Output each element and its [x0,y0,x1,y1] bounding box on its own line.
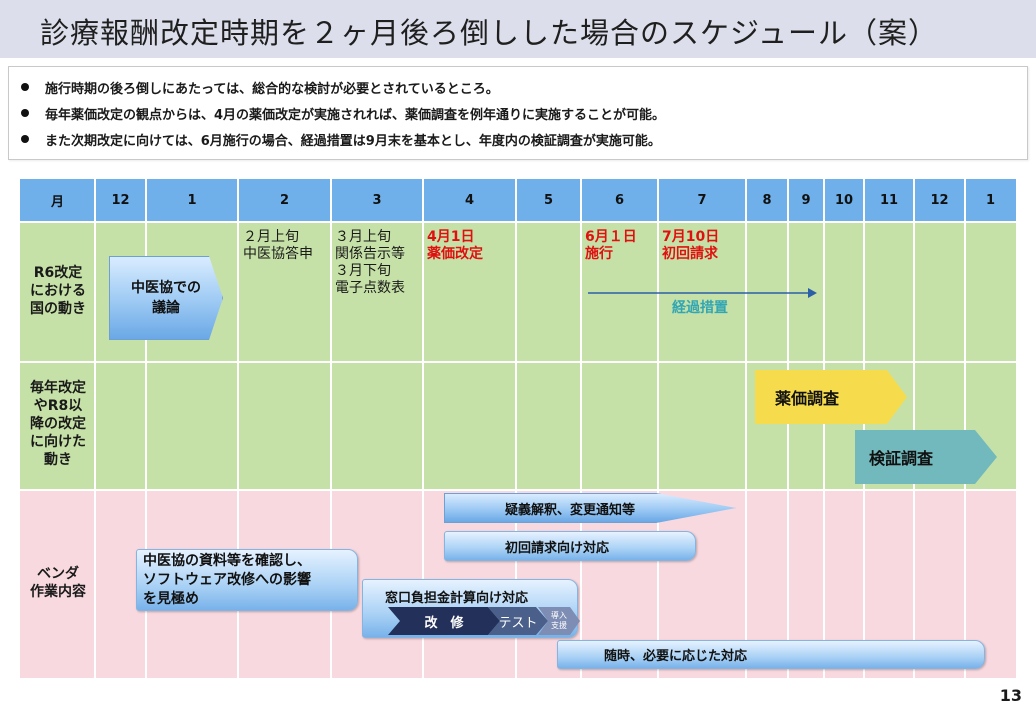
grid-line [515,179,517,678]
bullet-text: 毎年薬価改定の観点からは、4月の薬価改定が実施されれば、薬価調査を例年通りに実施… [45,107,666,123]
jul-milestone-text: 7月10日 初回請求 [662,229,720,262]
kensho-survey-arrow: 検証調査 [855,430,997,484]
grid-line [20,221,1016,223]
confirm-impact-bar: 中医協の資料等を確認し、 ソフトウェア改修への影響 を見極め [136,549,358,611]
header-month: 10 [824,179,864,222]
header-month: 2 [238,179,331,222]
first-claim-bar: 初回請求向け対応 [444,531,696,561]
row-label-r6: R6改定 における 国の動き [30,265,86,317]
anytime-support-bar: 随時、必要に応じた対応 [557,640,985,669]
summary-box: 施行時期の後ろ倒しにあたっては、総合的な検討が必要とされているところ。 毎年薬価… [8,66,1028,160]
bullet-item: 施行時期の後ろ倒しにあたっては、総合的な検討が必要とされているところ。 [21,76,499,98]
grid-line [580,179,582,678]
kaishu-step: 改 修 [388,607,500,635]
grid-line [745,179,747,678]
feb-milestone-text: ２月上旬 中医協答申 [243,229,313,262]
page-number: 13 [999,686,1022,705]
title-bar: 診療報酬改定時期を２ヶ月後ろ倒しした場合のスケジュール（案） [0,0,1036,58]
bullet-text: また次期改定に向けては、6月施行の場合、経過措置は9月末を基本とし、年度内の検証… [45,133,661,149]
bullet-dot-icon [21,109,29,117]
header-month: 5 [516,179,581,222]
chuikyo-discussion-arrow: 中医協での 議論 [109,256,223,340]
header-month: 4 [423,179,516,222]
bullet-item: 毎年薬価改定の観点からは、4月の薬価改定が実施されれば、薬価調査を例年通りに実施… [21,102,665,124]
grid-line [422,179,424,678]
header-month: 1 [146,179,238,222]
row-label-vendor: ベンダ 作業内容 [30,566,86,600]
bullet-item: また次期改定に向けては、6月施行の場合、経過措置は9月末を基本とし、年度内の検証… [21,128,661,150]
grid-line [94,179,96,678]
grid-line [964,179,966,678]
mar-milestone-text: ３月上旬 関係告示等 ３月下旬 電子点数表 [335,229,405,296]
grid-line [863,179,865,678]
grid-line [20,361,1016,363]
transition-arrow-icon [588,288,817,298]
jun-milestone-text: 6月１日 施行 [585,229,637,262]
grid-line [145,179,147,678]
bullet-dot-icon [21,135,29,143]
header-month-label: 月 [20,179,95,222]
header-month: 9 [788,179,824,222]
grid-line [787,179,789,678]
grid-line [237,179,239,678]
grid-line [913,179,915,678]
header-month: 8 [746,179,788,222]
header-month: 12 [914,179,965,222]
transition-label: 経過措置 [672,300,728,316]
bullet-text: 施行時期の後ろ倒しにあたっては、総合的な検討が必要とされているところ。 [45,81,499,97]
header-month: 1 [965,179,1016,222]
grid-line [823,179,825,678]
bullet-dot-icon [21,83,29,91]
row-label-annual: 毎年改定 やR8以 降の改定 に向けた 動き [30,380,86,468]
header-month: 3 [331,179,423,222]
grid-line [330,179,332,678]
grid-line [20,489,1016,491]
header-month: 11 [864,179,914,222]
header-month: 7 [658,179,746,222]
grid-line [657,179,659,678]
header-month: 12 [95,179,146,222]
header-month: 6 [581,179,658,222]
apr-milestone-text: 4月1日 薬価改定 [427,229,483,262]
page-title: 診療報酬改定時期を２ヶ月後ろ倒しした場合のスケジュール（案） [40,16,938,50]
yakka-survey-arrow: 薬価調査 [755,370,907,424]
